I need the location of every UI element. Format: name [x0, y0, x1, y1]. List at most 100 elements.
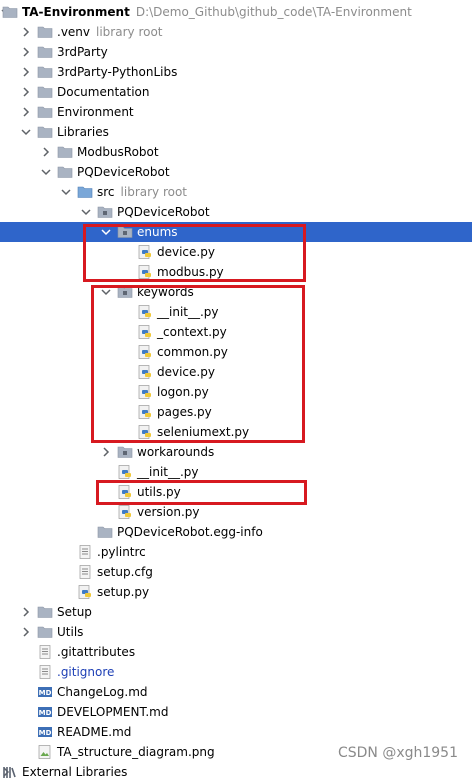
tree-item-label: __init__.py [157, 305, 219, 319]
tree-item-label: __init__.py [137, 465, 199, 479]
folder-icon [37, 125, 53, 139]
chevron-right-icon[interactable] [20, 106, 32, 118]
tree-item-hint: library root [96, 25, 163, 39]
chevron-right-icon[interactable] [20, 26, 32, 38]
tree-item-label: 3rdParty-PythonLibs [57, 65, 178, 79]
tree-item-venv[interactable]: .venv library root [0, 22, 472, 42]
python-file-icon [137, 245, 153, 259]
python-file-icon [137, 425, 153, 439]
chevron-down-icon[interactable] [80, 206, 92, 218]
chevron-down-icon[interactable] [100, 226, 112, 238]
tree-item-pqdevicerobot[interactable]: PQDeviceRobot [0, 202, 472, 222]
python-file-icon [117, 505, 133, 519]
tree-item-gitattributes[interactable]: .gitattributes [0, 642, 472, 662]
tree-item-pages-py[interactable]: pages.py [0, 402, 472, 422]
tree-item-label: PQDeviceRobot [77, 165, 170, 179]
folder-icon [37, 85, 53, 99]
tree-item-pqdevicerobot[interactable]: PQDeviceRobot [0, 162, 472, 182]
tree-item-seleniumext-py[interactable]: seleniumext.py [0, 422, 472, 442]
tree-item-label: setup.cfg [97, 565, 153, 579]
tree-item-label: .venv [57, 25, 91, 39]
tree-item-pylintrc[interactable]: .pylintrc [0, 542, 472, 562]
tree-item-documentation[interactable]: Documentation [0, 82, 472, 102]
python-file-icon [117, 465, 133, 479]
python-file-icon [117, 485, 133, 499]
python-file-icon [137, 265, 153, 279]
tree-item-init-py[interactable]: __init__.py [0, 462, 472, 482]
chevron-right-icon[interactable] [100, 446, 112, 458]
tree-item-label: External Libraries [22, 765, 128, 779]
folder-icon [57, 165, 73, 179]
tree-item-modbus-py[interactable]: modbus.py [0, 262, 472, 282]
tree-item-workarounds[interactable]: workarounds [0, 442, 472, 462]
folder-icon [37, 45, 53, 59]
tree-item-3rdparty[interactable]: 3rdParty [0, 42, 472, 62]
tree-item-label: .gitignore [57, 665, 115, 679]
svg-text:MD: MD [39, 689, 52, 697]
folder-icon [2, 5, 18, 19]
tree-item-gitignore[interactable]: .gitignore [0, 662, 472, 682]
tree-item-label: version.py [137, 505, 200, 519]
tree-item-external-libraries[interactable]: External Libraries [0, 762, 472, 782]
tree-item-device-py[interactable]: device.py [0, 362, 472, 382]
package-icon [97, 205, 113, 219]
tree-item-logon-py[interactable]: logon.py [0, 382, 472, 402]
folder-icon [37, 25, 53, 39]
text-file-icon [37, 645, 53, 659]
chevron-right-icon[interactable] [20, 606, 32, 618]
folder-icon [97, 525, 113, 539]
chevron-down-icon[interactable] [20, 126, 32, 138]
tree-item-modbusrobot[interactable]: ModbusRobot [0, 142, 472, 162]
folder-icon [57, 145, 73, 159]
tree-item-keywords[interactable]: keywords [0, 282, 472, 302]
markdown-file-icon: MD [37, 705, 53, 719]
tree-item-utils-py[interactable]: utils.py [0, 482, 472, 502]
tree-item-version-py[interactable]: version.py [0, 502, 472, 522]
tree-item-development-md[interactable]: MD DEVELOPMENT.md [0, 702, 472, 722]
folder-icon [37, 605, 53, 619]
tree-item-pqdevicerobot-egg-info[interactable]: PQDeviceRobot.egg-info [0, 522, 472, 542]
tree-item-label: setup.py [97, 585, 150, 599]
chevron-right-icon[interactable] [20, 66, 32, 78]
tree-item-label: TA_structure_diagram.png [57, 745, 215, 759]
tree-item-environment[interactable]: Environment [0, 102, 472, 122]
tree-item-setup[interactable]: Setup [0, 602, 472, 622]
svg-text:MD: MD [39, 729, 52, 737]
chevron-right-icon[interactable] [20, 626, 32, 638]
tree-item-context-py[interactable]: _context.py [0, 322, 472, 342]
tree-item-setup-py[interactable]: setup.py [0, 582, 472, 602]
chevron-right-icon[interactable] [20, 46, 32, 58]
tree-item-3rdparty-pythonlibs[interactable]: 3rdParty-PythonLibs [0, 62, 472, 82]
tree-item-common-py[interactable]: common.py [0, 342, 472, 362]
tree-item-label: ModbusRobot [77, 145, 159, 159]
tree-item-utils[interactable]: Utils [0, 622, 472, 642]
tree-item-label: .gitattributes [57, 645, 136, 659]
python-file-icon [137, 365, 153, 379]
tree-item-label: pages.py [157, 405, 212, 419]
chevron-right-icon[interactable] [20, 86, 32, 98]
tree-item-label: Environment [57, 105, 134, 119]
chevron-down-icon[interactable] [100, 286, 112, 298]
tree-item-hint: library root [120, 185, 188, 199]
tree-item-libraries[interactable]: Libraries [0, 122, 472, 142]
tree-item-init-py[interactable]: __init__.py [0, 302, 472, 322]
tree-item-label: ChangeLog.md [57, 685, 148, 699]
markdown-file-icon: MD [37, 725, 53, 739]
tree-item-label: Libraries [57, 125, 109, 139]
svg-text:MD: MD [39, 709, 52, 717]
chevron-down-icon[interactable] [40, 166, 52, 178]
tree-item-label: DEVELOPMENT.md [57, 705, 169, 719]
tree-item-label: TA-Environment [22, 5, 130, 19]
chevron-down-icon[interactable] [60, 186, 72, 198]
chevron-right-icon[interactable] [40, 146, 52, 158]
tree-item-label: _context.py [157, 325, 227, 339]
tree-item-changelog-md[interactable]: MD ChangeLog.md [0, 682, 472, 702]
tree-item-setup-cfg[interactable]: setup.cfg [0, 562, 472, 582]
tree-item-enums[interactable]: enums [0, 222, 472, 242]
tree-item-device-py[interactable]: device.py [0, 242, 472, 262]
tree-item-ta-structure-diagram-png[interactable]: TA_structure_diagram.png [0, 742, 472, 762]
tree-item-label: device.py [157, 365, 215, 379]
